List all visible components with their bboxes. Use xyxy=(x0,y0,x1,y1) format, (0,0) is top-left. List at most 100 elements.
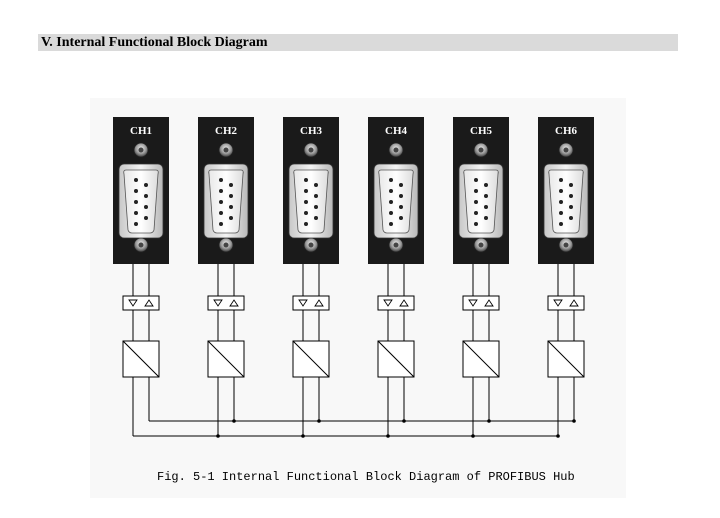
db9-connector-icon xyxy=(373,163,419,239)
pin xyxy=(389,189,393,193)
up-arrow-icon xyxy=(229,299,239,307)
pin xyxy=(559,200,563,204)
section-title: V. Internal Functional Block Diagram xyxy=(41,35,268,50)
pin xyxy=(389,222,393,226)
pin xyxy=(304,189,308,193)
pin xyxy=(484,183,488,187)
pin xyxy=(304,222,308,226)
down-arrow-icon xyxy=(553,299,563,307)
pin xyxy=(559,211,563,215)
channel-label: CH4 xyxy=(385,125,408,137)
pin xyxy=(474,211,478,215)
screw-center xyxy=(563,242,569,248)
pin xyxy=(314,194,318,198)
block-diagram-figure xyxy=(90,98,626,498)
pin xyxy=(219,211,223,215)
pin xyxy=(474,222,478,226)
channel-6: CH6 xyxy=(538,117,594,438)
screw-center xyxy=(563,147,569,153)
pin xyxy=(569,183,573,187)
screw-center xyxy=(478,242,484,248)
pin xyxy=(484,216,488,220)
isolation-block-icon xyxy=(207,340,245,378)
pin xyxy=(389,211,393,215)
pin xyxy=(559,222,563,226)
down-arrow-icon xyxy=(128,299,138,307)
pin xyxy=(219,200,223,204)
bidirectional-driver-icon xyxy=(292,295,330,311)
pin xyxy=(569,205,573,209)
screw-center xyxy=(393,147,399,153)
up-arrow-icon xyxy=(144,299,154,307)
pin xyxy=(144,194,148,198)
pin xyxy=(304,200,308,204)
channel-label: CH2 xyxy=(215,125,238,137)
up-arrow-icon xyxy=(314,299,324,307)
pin xyxy=(229,216,233,220)
driver-box xyxy=(547,295,585,311)
channel-2: CH2 xyxy=(198,117,254,438)
screw-center xyxy=(223,242,229,248)
down-arrow-icon xyxy=(383,299,393,307)
bidirectional-driver-icon xyxy=(122,295,160,311)
db9-connector-icon xyxy=(458,163,504,239)
pin xyxy=(314,205,318,209)
pin xyxy=(304,178,308,182)
down-arrow-icon xyxy=(213,299,223,307)
pin xyxy=(314,216,318,220)
screw-center xyxy=(138,242,144,248)
isolation-block-icon xyxy=(377,340,415,378)
screw-center xyxy=(393,242,399,248)
pin xyxy=(134,222,138,226)
isolation-diagonal xyxy=(207,340,245,378)
up-arrow-icon xyxy=(569,299,579,307)
isolation-diagonal xyxy=(122,340,160,378)
pin xyxy=(484,205,488,209)
connector-face xyxy=(463,169,499,234)
driver-box xyxy=(207,295,245,311)
driver-box xyxy=(462,295,500,311)
pin xyxy=(484,194,488,198)
screw-center xyxy=(223,147,229,153)
pin xyxy=(559,178,563,182)
screw-center xyxy=(478,147,484,153)
channel-label: CH1 xyxy=(130,125,152,137)
connector-face xyxy=(123,169,159,234)
screw-center xyxy=(138,147,144,153)
pin xyxy=(389,178,393,182)
screw-center xyxy=(308,147,314,153)
pin xyxy=(144,183,148,187)
db9-connector-icon xyxy=(288,163,334,239)
isolation-block-icon xyxy=(122,340,160,378)
pin xyxy=(474,200,478,204)
pin xyxy=(304,211,308,215)
down-arrow-icon xyxy=(298,299,308,307)
isolation-diagonal xyxy=(547,340,585,378)
pin xyxy=(219,178,223,182)
channel-label: CH6 xyxy=(555,125,578,137)
channel-4: CH4 xyxy=(368,117,424,438)
pin xyxy=(559,189,563,193)
connector-face xyxy=(293,169,329,234)
pin xyxy=(474,189,478,193)
pin xyxy=(474,178,478,182)
pin xyxy=(314,183,318,187)
bidirectional-driver-icon xyxy=(377,295,415,311)
screw-center xyxy=(308,242,314,248)
bidirectional-driver-icon xyxy=(207,295,245,311)
channel-label: CH3 xyxy=(300,125,323,137)
down-arrow-icon xyxy=(468,299,478,307)
isolation-diagonal xyxy=(377,340,415,378)
pin xyxy=(144,205,148,209)
pin xyxy=(399,183,403,187)
section-header-bar: V. Internal Functional Block Diagram xyxy=(38,34,678,51)
connector-face xyxy=(548,169,584,234)
channel-1: CH1 xyxy=(113,117,169,436)
isolation-block-icon xyxy=(292,340,330,378)
bidirectional-driver-icon xyxy=(462,295,500,311)
pin xyxy=(389,200,393,204)
channel-3: CH3 xyxy=(283,117,339,438)
up-arrow-icon xyxy=(484,299,494,307)
db9-connector-icon xyxy=(543,163,589,239)
